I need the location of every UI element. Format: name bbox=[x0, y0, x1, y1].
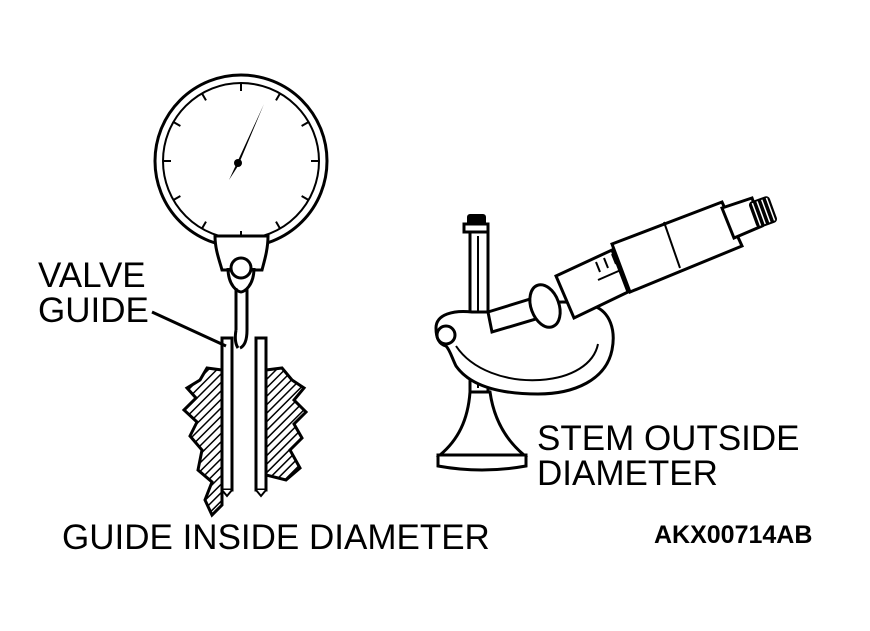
dial-tick bbox=[201, 221, 207, 230]
guide-inside-diameter-label: GUIDE INSIDE DIAMETER bbox=[62, 518, 490, 557]
figure-code: AKX00714AB bbox=[654, 521, 813, 549]
dial-tick bbox=[275, 221, 281, 230]
valve-guide-label-line2: GUIDE bbox=[38, 291, 149, 330]
dial-gauge-icon bbox=[153, 73, 329, 350]
dial-tick bbox=[301, 121, 310, 127]
valve-guide-label-line1: VALVE bbox=[38, 256, 146, 295]
stem-outside-diameter-label-line2: DIAMETER bbox=[537, 454, 718, 493]
valve-guide-section bbox=[151, 310, 309, 518]
micrometer-icon bbox=[434, 196, 777, 396]
dial-tick bbox=[172, 121, 181, 127]
dial-tick bbox=[301, 195, 310, 201]
dial-tick bbox=[201, 92, 207, 101]
dial-tick bbox=[275, 92, 281, 101]
stem-outside-diameter-label-line1: STEM OUTSIDE bbox=[537, 419, 800, 458]
dial-tick bbox=[172, 195, 181, 201]
